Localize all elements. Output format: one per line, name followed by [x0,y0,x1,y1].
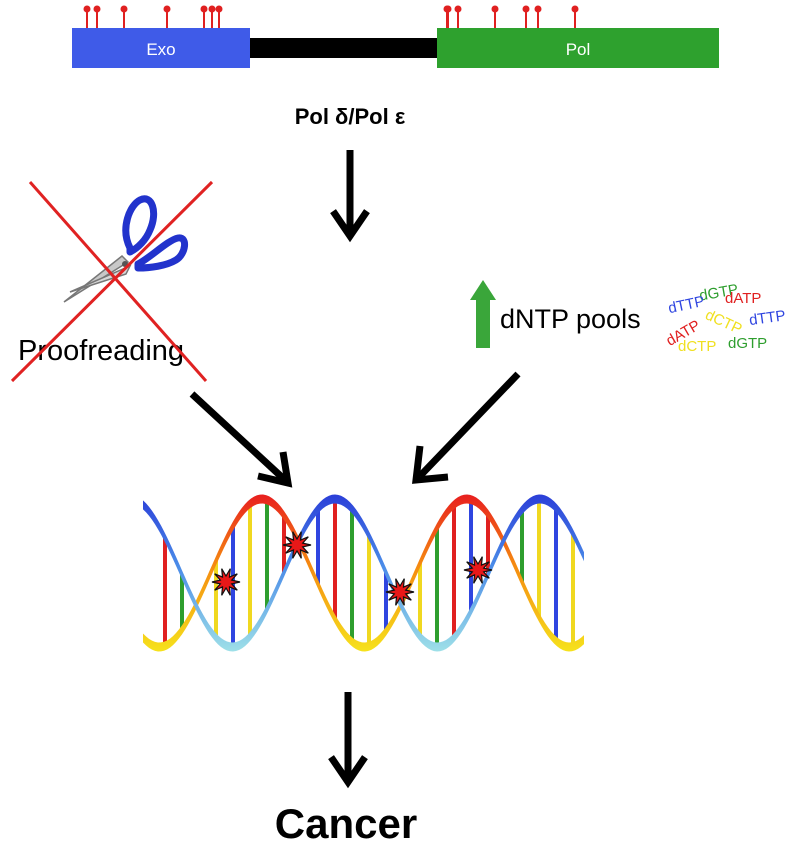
mutation-pin-head [120,5,128,13]
mutation-pin-head [93,5,101,13]
cancer-label: Cancer [275,800,417,847]
mutation-pin-head [208,5,216,13]
mutation-pin-head [215,5,223,13]
pol-domain [437,28,719,68]
mutation-burst-icon [385,578,415,606]
dntp-word: dCTP [703,306,745,338]
exo-domain-label: Exo [146,40,175,59]
mutation-pin-head [200,5,208,13]
arrow-dntp-to-dna [412,371,521,484]
mutation-burst-icon [463,556,493,584]
proofreading-block: Proofreading [10,180,214,383]
mutation-pins-pol [443,5,579,28]
arrow-down-1 [330,150,370,243]
up-arrow-icon [470,280,496,348]
linker-segment [248,38,440,58]
mutation-pin-head [83,5,91,13]
mutation-pins-exo [83,5,223,28]
mutation-pin-head [571,5,579,13]
arrow-down-2 [328,692,368,789]
mutation-pin-head [522,5,530,13]
dntp-word: dGTP [728,335,767,352]
mutation-pin-head [491,5,499,13]
proofreading-label: Proofreading [18,335,184,367]
mutation-burst-icon [211,568,241,596]
dntp-block: dNTP pools dGTP dTTP dATP dATP dCTP dTTP… [470,280,787,355]
dna-double-helix-icon [143,494,584,652]
dntp-word: dGTP [698,281,740,305]
mutation-pin-head [444,5,452,13]
dntp-word: dTTP [667,293,706,317]
mutation-burst-icon [282,531,312,559]
dntp-word: dCTP [678,338,716,355]
scissors-icon [63,195,188,303]
dna-strand-blue-cyan [143,494,584,652]
protein-domain-bar: Exo Pol [72,5,719,68]
polymerase-title: Pol δ/Pol ε [295,104,406,129]
mutation-pin-head [534,5,542,13]
dntp-word: dTTP [748,307,787,329]
exo-domain [72,28,250,68]
dntp-word: dATP [725,290,761,307]
mutation-pin-head [163,5,171,13]
dntp-word-cloud: dGTP dTTP dATP dATP dCTP dTTP dCTP dGTP [663,281,786,355]
dntp-pools-label: dNTP pools [500,304,641,334]
red-x-icon [10,180,214,383]
arrow-proofreading-to-dna [189,391,293,488]
pol-domain-label: Pol [566,40,591,59]
mutation-pin-head [454,5,462,13]
